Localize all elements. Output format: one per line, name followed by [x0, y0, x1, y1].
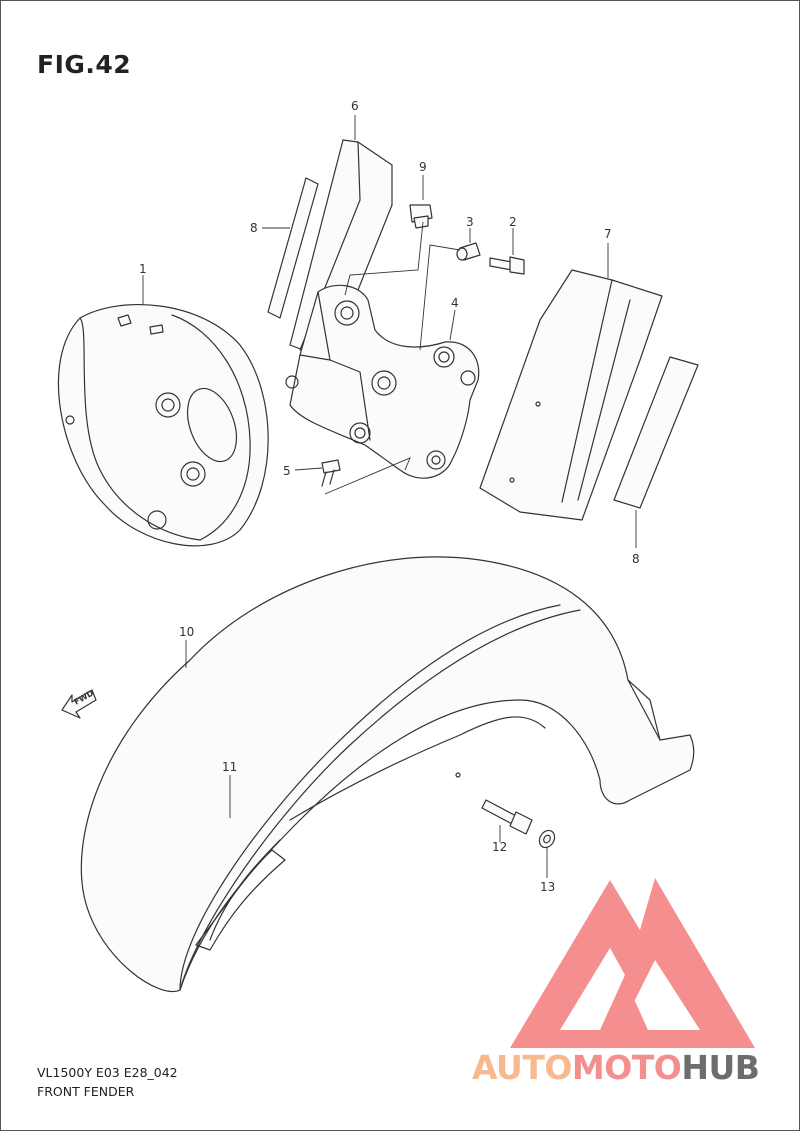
- part-10-front-fender: [80, 556, 695, 993]
- callout-4: 4: [451, 296, 459, 310]
- callout-10: 10: [179, 625, 194, 639]
- figure-title: FIG.42: [37, 50, 132, 79]
- callout-12: 12: [492, 840, 507, 854]
- callout-13: 13: [540, 880, 555, 894]
- watermark-logo-icon: [510, 878, 755, 1048]
- callout-numbers: 1 2 3 4 5 6 7 8 8 9 10 11 12 13: [139, 99, 640, 894]
- watermark-moto: MOTO: [571, 1048, 682, 1087]
- callout-1: 1: [139, 262, 147, 276]
- watermark-auto: AUTO: [472, 1048, 572, 1087]
- part-2-bolt: [489, 256, 525, 275]
- part-4-headlight-bracket: [285, 284, 480, 479]
- part-3-collar: [456, 242, 481, 261]
- callout-6: 6: [351, 99, 359, 113]
- part-12-bolt: [481, 799, 533, 835]
- part-8-right-cushion-strip: [613, 356, 699, 509]
- fwd-direction-arrow: FWD: [61, 688, 97, 719]
- watermark-text: AUTOMOTOHUB: [472, 1048, 760, 1087]
- watermark-hub: HUB: [681, 1048, 760, 1087]
- callout-8-left: 8: [250, 221, 258, 235]
- callout-9: 9: [419, 160, 427, 174]
- callout-2: 2: [509, 215, 517, 229]
- callout-8-right: 8: [632, 552, 640, 566]
- callout-5: 5: [283, 464, 291, 478]
- part-5-screw: [321, 459, 341, 487]
- part-8-left-cushion-strip: [267, 177, 319, 319]
- leader-lines: [142, 115, 637, 878]
- part-9-bolt: [409, 204, 433, 229]
- callout-7: 7: [604, 227, 612, 241]
- part-13-washer: [538, 829, 556, 849]
- part-1-headlight-housing: [57, 304, 269, 547]
- callout-11: 11: [222, 760, 237, 774]
- part-7-cover-plate: [479, 269, 663, 521]
- model-code: VL1500Y E03 E28_042: [37, 1065, 178, 1080]
- section-name: FRONT FENDER: [37, 1084, 135, 1099]
- callout-3: 3: [466, 215, 474, 229]
